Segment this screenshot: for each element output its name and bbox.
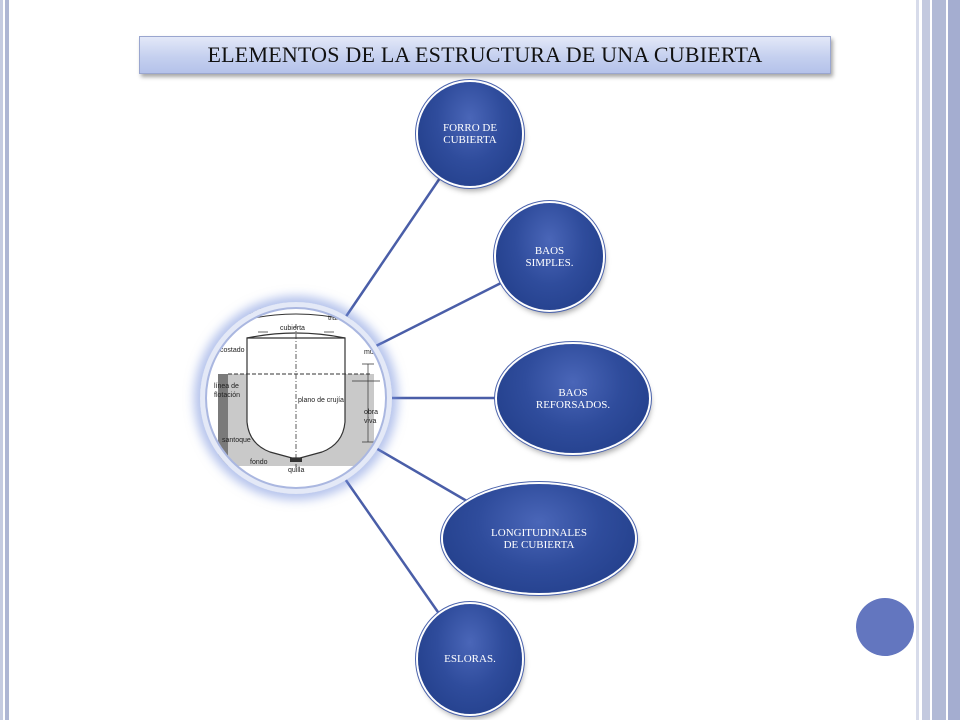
node-longitudinales-de-cubierta: LONGITUDINALES DE CUBIERTA	[443, 484, 635, 593]
label-muerta: mu	[364, 349, 374, 356]
node-label: BAOS SIMPLES.	[525, 244, 574, 269]
page-title: ELEMENTOS DE LA ESTRUCTURA DE UNA CUBIER…	[207, 42, 763, 67]
label-linea-de: línea de	[214, 383, 239, 390]
label-fondo: fondo	[250, 459, 268, 466]
title-box: ELEMENTOS DE LA ESTRUCTURA DE UNA CUBIER…	[139, 36, 831, 74]
node-baos-reforsados: BAOS REFORSADOS.	[497, 344, 649, 453]
label-amurada: amurada	[238, 309, 266, 316]
decorative-circle	[856, 598, 914, 656]
node-label: BAOS REFORSADOS.	[535, 386, 611, 411]
slide-frame-right	[916, 0, 960, 720]
connector-1	[343, 177, 442, 319]
slide-frame-left	[0, 0, 9, 720]
connector-5	[341, 475, 442, 616]
connector-2	[371, 280, 504, 350]
node-label: ESLORAS.	[444, 653, 496, 665]
label-flotacion: flotación	[214, 392, 240, 399]
hull-cross-section-drawing: amurada cubierta trancanil costado mu lí…	[214, 309, 380, 474]
hull-section-image: amurada cubierta trancanil costado mu lí…	[200, 302, 392, 494]
label-trancanil: trancanil	[328, 315, 355, 322]
node-esloras: ESLORAS.	[418, 604, 522, 714]
label-costado: costado	[220, 347, 245, 354]
label-viva: viva	[364, 418, 377, 425]
label-obra: obra	[364, 409, 378, 416]
node-label: LONGITUDINALES DE CUBIERTA	[491, 526, 587, 551]
label-santoque: santoque	[222, 437, 251, 444]
node-forro-de-cubierta: FORRO DE CUBIERTA	[418, 82, 522, 186]
label-cubierta: cubierta	[280, 325, 305, 332]
label-quilla: quilla	[288, 467, 304, 474]
label-plano-de-crujia: plano de crujía	[298, 397, 344, 404]
connector-4	[373, 445, 473, 506]
node-label: FORRO DE CUBIERTA	[442, 122, 498, 146]
node-baos-simples: BAOS SIMPLES.	[496, 203, 603, 310]
